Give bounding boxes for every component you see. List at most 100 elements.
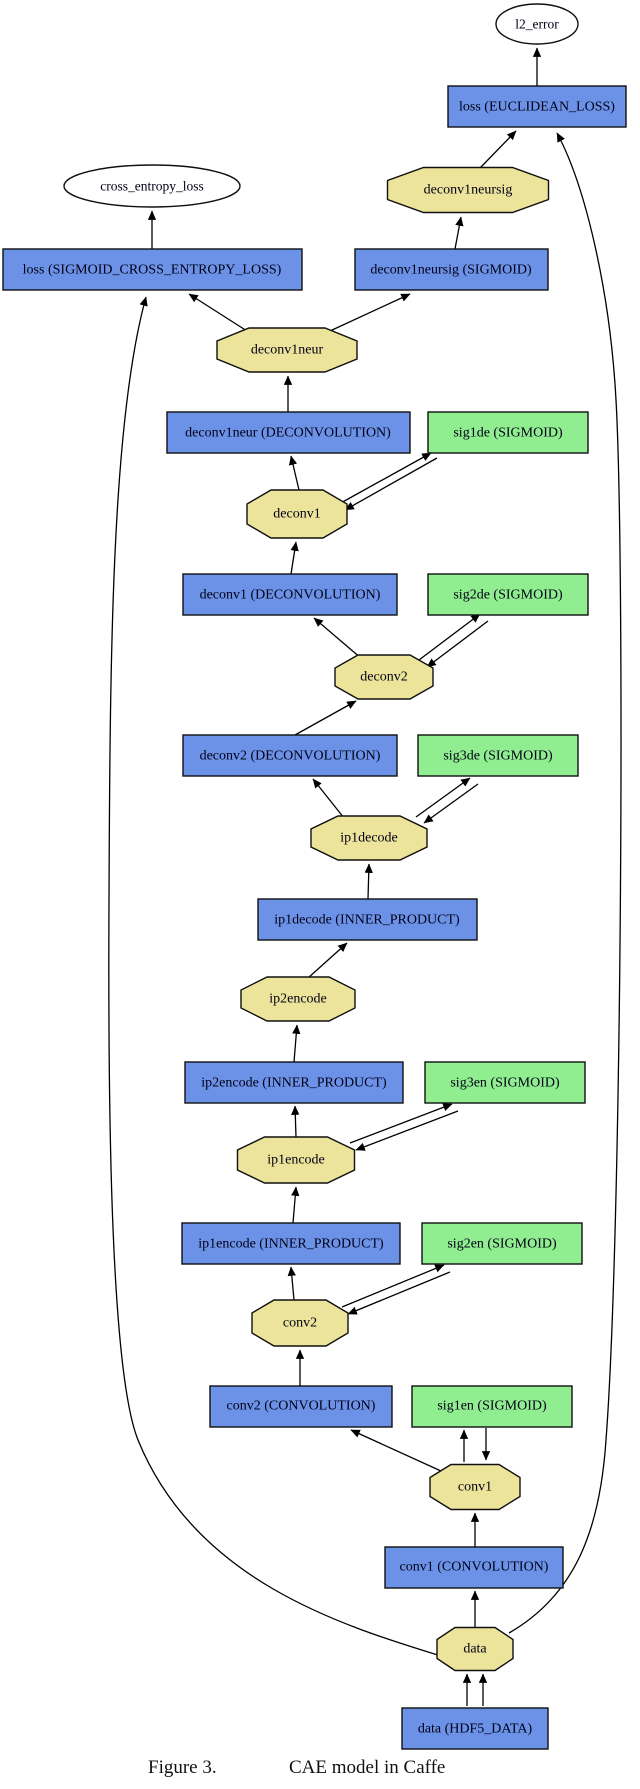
edge-ip1encodeblob-to-ip2encodelayer	[291, 1105, 300, 1138]
edge-conv2blob-to-ip1encodelayer	[287, 1266, 296, 1301]
sig3de-label: sig3de (SIGMOID)	[443, 749, 553, 764]
cross-entropy-loss-ellipse	[63, 164, 241, 208]
edge-deconv1neurblob-to-losssce	[188, 293, 248, 332]
deconv1neur-blob-label: deconv1neur	[251, 343, 324, 358]
node-ip1encode-blob: ip1encode	[236, 1136, 356, 1184]
loss-euclidean-label: loss (EUCLIDEAN_LOSS)	[459, 100, 615, 115]
node-sig3en: sig3en (SIGMOID)	[424, 1061, 586, 1104]
node-deconv2-layer: deconv2 (DECONVOLUTION)	[182, 734, 398, 777]
node-deconv1-layer: deconv1 (DECONVOLUTION)	[182, 573, 398, 616]
edge-deconv1neurblob-to-deconv1neursiglayer	[329, 293, 411, 332]
data-layer-rect	[401, 1707, 549, 1750]
ip2encode-layer-rect	[184, 1061, 404, 1104]
deconv2-layer-label: deconv2 (DECONVOLUTION)	[200, 749, 381, 764]
ip1encode-blob-label: ip1encode	[267, 1153, 325, 1168]
conv2-layer-rect	[209, 1385, 393, 1428]
node-deconv1-blob: deconv1	[246, 489, 348, 539]
ip2encode-blob-octagon	[240, 976, 356, 1022]
deconv1neursig-layer-rect	[354, 248, 549, 291]
ip1encode-layer-label: ip1encode (INNER_PRODUCT)	[198, 1237, 384, 1252]
l2-error-label: l2_error	[515, 17, 559, 32]
deconv2-blob-label: deconv2	[360, 670, 407, 685]
edge-deconv1neursiglayer-to-blob	[454, 216, 464, 250]
edge-ip1decodeblob-to-deconv2layer	[312, 778, 345, 819]
sig1en-label: sig1en (SIGMOID)	[437, 1399, 547, 1414]
edge-deconv1layer-to-blob	[290, 541, 299, 575]
deconv2-layer-rect	[182, 734, 398, 777]
deconv2-blob-octagon	[334, 654, 434, 700]
edge-ip1encodelayer-to-blob	[291, 1186, 300, 1224]
node-ip2encode-layer: ip2encode (INNER_PRODUCT)	[184, 1061, 404, 1104]
sig3de-rect	[417, 734, 579, 777]
sig2de-rect	[427, 573, 589, 616]
node-data-blob: data	[436, 1626, 514, 1672]
ip1decode-layer-label: ip1decode (INNER_PRODUCT)	[274, 913, 460, 928]
edge-sig3de-to-ip1decodeblob	[423, 783, 479, 824]
data-layer-label: data (HDF5_DATA)	[418, 1722, 533, 1737]
edge-ip2encodelayer-to-blob	[292, 1024, 301, 1063]
node-l2-error: l2_error	[495, 3, 579, 45]
node-loss-sigmoid-cross: loss (SIGMOID_CROSS_ENTROPY_LOSS)	[2, 248, 303, 291]
conv2-layer-label: conv2 (CONVOLUTION)	[227, 1399, 376, 1414]
ip1decode-blob-octagon	[310, 815, 428, 861]
deconv1neur-blob-octagon	[216, 327, 358, 373]
sig3en-label: sig3en (SIGMOID)	[450, 1076, 560, 1091]
node-conv1-layer: conv1 (CONVOLUTION)	[384, 1546, 564, 1589]
edge-ip1decodelayer-to-blob	[364, 863, 373, 900]
loss-euclidean-rect	[447, 85, 627, 128]
edge-datablob-to-losssce-curve	[108, 296, 442, 1657]
node-sig3de: sig3de (SIGMOID)	[417, 734, 579, 777]
node-sig2en: sig2en (SIGMOID)	[421, 1222, 583, 1265]
sig3en-rect	[424, 1061, 586, 1104]
edge-datablob-to-losseuclidean-curve	[508, 132, 622, 1634]
edge-deconv1blob-to-deconv1neurlayer	[288, 455, 300, 491]
edge-conv1blob-to-conv2layer	[350, 1429, 442, 1472]
loss-sigmoid-cross-rect	[2, 248, 303, 291]
sig2en-rect	[421, 1222, 583, 1265]
edge-sig3en-to-ip1encodeblob	[355, 1110, 459, 1151]
sig2en-label: sig2en (SIGMOID)	[447, 1237, 557, 1252]
node-sig2de: sig2de (SIGMOID)	[427, 573, 589, 616]
node-deconv1neur-blob: deconv1neur	[216, 327, 358, 373]
edge-deconv2layer-to-blob	[294, 700, 357, 736]
edge-deconv2blob-to-sig2de	[418, 613, 481, 661]
edge-ip1encodeblob-to-sig3en	[349, 1103, 453, 1144]
figure-caption: Figure 3. CAE model in Caffe	[0, 1757, 640, 1787]
deconv1neursig-blob-octagon	[386, 166, 550, 214]
node-ip1decode-blob: ip1decode	[310, 815, 428, 861]
deconv1-layer-rect	[182, 573, 398, 616]
conv1-blob-label: conv1	[458, 1480, 492, 1495]
ip1encode-layer-rect	[181, 1222, 401, 1265]
node-ip1decode-layer: ip1decode (INNER_PRODUCT)	[257, 898, 478, 941]
node-deconv1neur-layer: deconv1neur (DECONVOLUTION)	[166, 411, 411, 454]
loss-sigmoid-cross-label: loss (SIGMOID_CROSS_ENTROPY_LOSS)	[23, 263, 282, 278]
edge-conv2blob-to-sig2en	[341, 1264, 445, 1308]
edge-layer	[108, 47, 622, 1706]
sig1en-rect	[411, 1385, 573, 1428]
conv1-blob-octagon	[429, 1463, 521, 1511]
deconv1neur-layer-rect	[166, 411, 411, 454]
node-ip2encode-blob: ip2encode	[240, 976, 356, 1022]
ip1encode-blob-octagon	[236, 1136, 356, 1184]
figure-caption-number: Figure 3.	[148, 1757, 217, 1778]
node-sig1de: sig1de (SIGMOID)	[427, 411, 589, 454]
node-conv1-blob: conv1	[429, 1463, 521, 1511]
sig1de-rect	[427, 411, 589, 454]
conv2-blob-octagon	[251, 1299, 349, 1347]
edge-ip1decodeblob-to-sig3de	[415, 777, 471, 818]
edge-sig2en-to-conv2blob	[347, 1271, 451, 1315]
node-ip1encode-layer: ip1encode (INNER_PRODUCT)	[181, 1222, 401, 1265]
ip2encode-layer-label: ip2encode (INNER_PRODUCT)	[201, 1076, 387, 1091]
node-loss-euclidean: loss (EUCLIDEAN_LOSS)	[447, 85, 627, 128]
node-conv2-blob: conv2	[251, 1299, 349, 1347]
node-deconv1neursig-layer: deconv1neursig (SIGMOID)	[354, 248, 549, 291]
node-conv2-layer: conv2 (CONVOLUTION)	[209, 1385, 393, 1428]
edge-ip2encodeblob-to-ip1decodelayer	[307, 942, 348, 979]
deconv1neursig-layer-label: deconv1neursig (SIGMOID)	[370, 263, 532, 278]
conv1-layer-rect	[384, 1546, 564, 1589]
deconv1neur-layer-label: deconv1neur (DECONVOLUTION)	[185, 426, 391, 441]
ip1decode-layer-rect	[257, 898, 478, 941]
edge-deconv1neursigblob-to-losseuclidean	[479, 130, 517, 169]
edge-deconv2blob-to-deconv1layer	[313, 617, 363, 660]
